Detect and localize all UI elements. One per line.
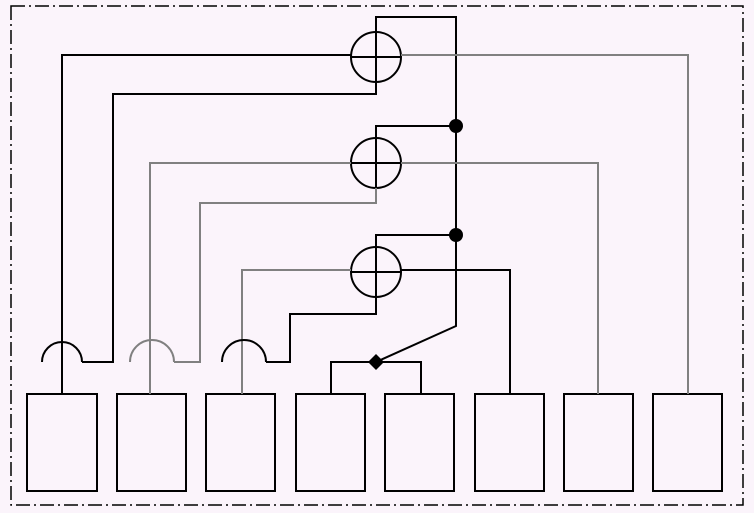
wire-top-drop (82, 82, 377, 363)
wire-mid-drop (174, 188, 377, 363)
circle-cross-middle (351, 138, 401, 188)
junction-dot-bottom (368, 354, 384, 370)
circle-cross-top (351, 32, 401, 82)
terminal-block-4[interactable] (295, 393, 366, 492)
terminal-block-1[interactable] (26, 393, 98, 492)
wire-bot-drop (266, 297, 377, 363)
junction-dot-lower (449, 228, 463, 242)
circle-cross-bottom (351, 247, 401, 297)
wire-top-left (61, 54, 351, 394)
dash-dot-frame (10, 5, 744, 506)
wire-crossover-1 (41, 341, 83, 363)
bus-tap-lower (375, 234, 456, 255)
terminal-block-6[interactable] (474, 393, 545, 492)
wire-crossover-3 (221, 339, 267, 363)
wire-mid-right (401, 162, 599, 394)
terminal-block-2[interactable] (116, 393, 187, 492)
wire-bot-left (241, 269, 351, 394)
wire-top-right (401, 54, 689, 394)
terminal-block-3[interactable] (205, 393, 276, 492)
wire-crossover-2 (129, 339, 175, 363)
terminal-block-7[interactable] (563, 393, 634, 492)
junction-dot-upper (449, 119, 463, 133)
terminal-block-8[interactable] (652, 393, 723, 492)
wire-bot-right (401, 269, 511, 394)
vertical-bus (375, 16, 457, 363)
wire-mid-left (149, 162, 351, 394)
terminal-block-5[interactable] (384, 393, 455, 492)
